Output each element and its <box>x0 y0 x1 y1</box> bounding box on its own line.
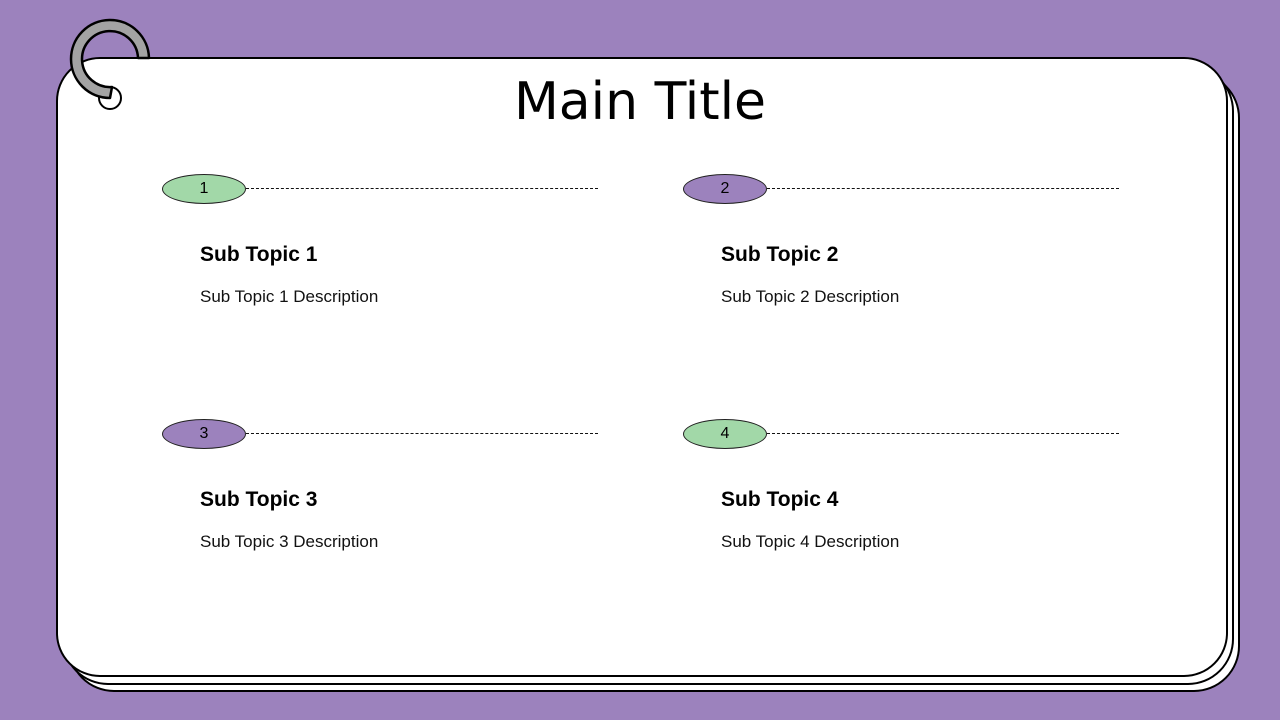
main-title: Main Title <box>513 72 767 132</box>
topic-description: Sub Topic 2 Description <box>721 287 900 306</box>
topic-number-badge: 2 <box>683 174 767 204</box>
topic-description: Sub Topic 3 Description <box>200 532 379 551</box>
topic-2: 2 Sub Topic 2 Sub Topic 2 Description <box>683 174 1123 354</box>
topic-title: Sub Topic 4 <box>721 488 839 511</box>
topic-description: Sub Topic 4 Description <box>721 532 900 551</box>
topic-number-badge: 1 <box>162 174 246 204</box>
dashed-divider <box>246 433 598 434</box>
topic-1: 1 Sub Topic 1 Sub Topic 1 Description <box>162 174 602 354</box>
topic-title: Sub Topic 1 <box>200 243 318 266</box>
topic-3: 3 Sub Topic 3 Sub Topic 3 Description <box>162 419 602 599</box>
slide-card <box>56 57 1228 677</box>
dashed-divider <box>767 433 1119 434</box>
dashed-divider <box>767 188 1119 189</box>
binder-ring-icon <box>69 18 151 110</box>
topic-4: 4 Sub Topic 4 Sub Topic 4 Description <box>683 419 1123 599</box>
topic-title: Sub Topic 3 <box>200 488 318 511</box>
topic-number-badge: 4 <box>683 419 767 449</box>
topic-title: Sub Topic 2 <box>721 243 839 266</box>
topic-description: Sub Topic 1 Description <box>200 287 379 306</box>
topic-number-badge: 3 <box>162 419 246 449</box>
dashed-divider <box>246 188 598 189</box>
